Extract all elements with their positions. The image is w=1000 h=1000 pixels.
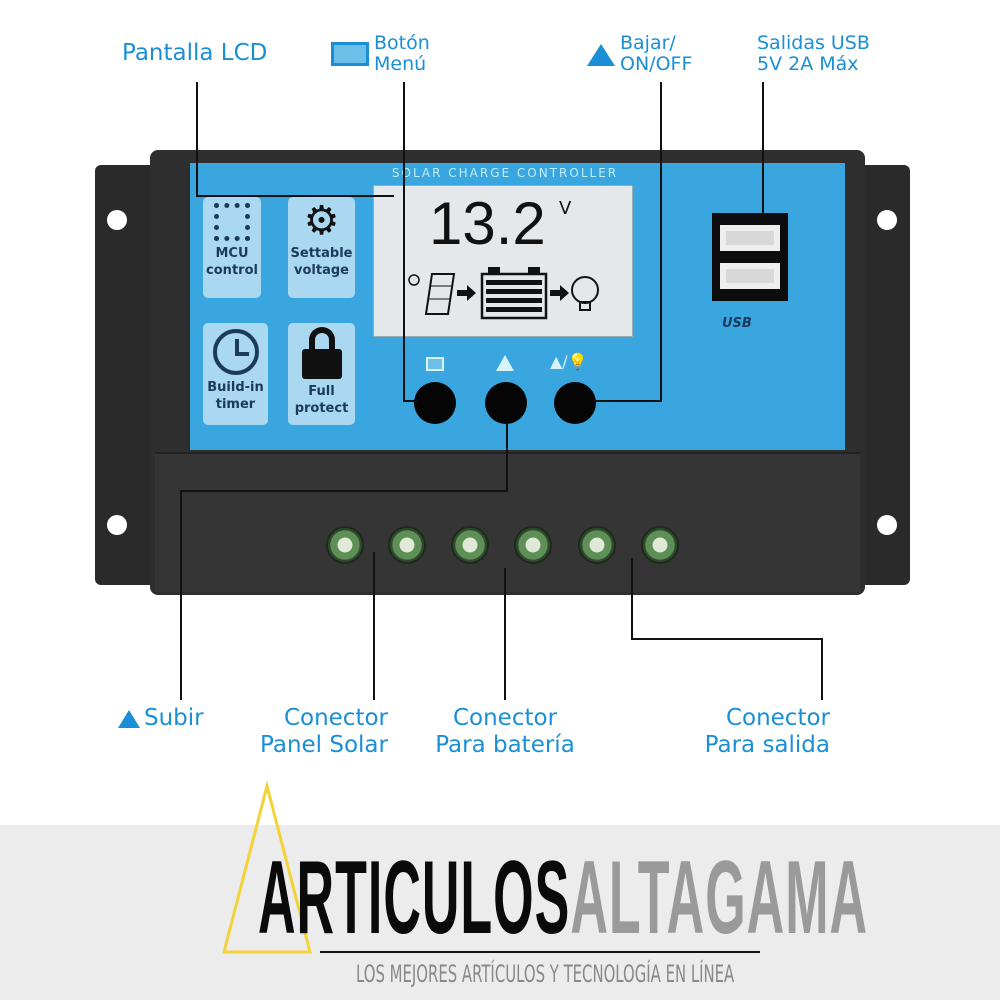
leader-line xyxy=(506,424,508,492)
panel-title: SOLAR CHARGE CONTROLLER xyxy=(391,166,619,180)
label-text: Subir xyxy=(144,705,204,731)
footer-band xyxy=(0,825,1000,1000)
logo-wordmark: ARTICULOSALTAGAMA xyxy=(258,843,868,953)
gear-icon: ⚙ xyxy=(303,198,340,244)
leader-line xyxy=(594,400,662,402)
terminal-screw xyxy=(578,526,616,564)
label-line: Para salida xyxy=(704,732,830,758)
mount-hole xyxy=(877,210,897,230)
feature-build-in-timer: Build-in timer xyxy=(203,323,268,425)
label-line: Conector xyxy=(283,705,388,731)
logo-part1: ARTICULOS xyxy=(258,840,571,956)
down-onoff-button[interactable] xyxy=(554,382,596,424)
leader-line xyxy=(821,638,823,700)
label-line: Botón xyxy=(374,32,430,54)
logo-triangle xyxy=(222,780,312,954)
up-symbol-icon xyxy=(496,355,514,371)
bulb-icon xyxy=(571,276,599,311)
terminal-screw xyxy=(326,526,364,564)
leader-line xyxy=(403,400,417,402)
menu-label-icon xyxy=(331,42,369,66)
logo-tagline: LOS MEJORES ARTÍCULOS Y TECNOLOGÍA EN LÍ… xyxy=(356,960,735,988)
arrow-icon xyxy=(550,285,569,301)
feature-mcu-control: MCU control xyxy=(203,197,261,298)
down-label-icon xyxy=(587,44,615,66)
label-line: Bajar/ xyxy=(620,32,676,54)
leader-line xyxy=(180,490,182,700)
label-line: Menú xyxy=(374,53,427,75)
label-up-button: Subir xyxy=(118,705,204,732)
feature-label: control xyxy=(206,263,258,278)
feature-full-protect: Full protect xyxy=(288,323,355,425)
usb-port[interactable] xyxy=(720,225,780,251)
logo-part2: ALTAGAMA xyxy=(570,840,869,956)
lcd-voltage: 13.2 xyxy=(429,190,546,257)
usb-ports[interactable] xyxy=(712,213,788,301)
label-line: Salidas USB xyxy=(757,32,870,54)
mount-hole xyxy=(877,515,897,535)
label-line: ON/OFF xyxy=(620,53,693,75)
leader-line xyxy=(504,568,506,700)
feature-label: MCU xyxy=(215,246,249,261)
up-label-icon xyxy=(118,709,140,728)
menu-symbol-icon xyxy=(426,357,444,371)
battery-icon xyxy=(480,267,548,320)
chip-icon xyxy=(214,203,250,241)
lock-icon xyxy=(301,327,342,379)
label-line: Conector xyxy=(452,705,558,731)
mount-hole xyxy=(107,210,127,230)
solar-panel-icon xyxy=(424,273,456,315)
label-down-button: Bajar/ON/OFF xyxy=(620,33,692,75)
usb-port[interactable] xyxy=(720,263,780,289)
arrow-icon xyxy=(457,285,476,301)
leader-line xyxy=(762,82,764,215)
feature-label: voltage xyxy=(294,263,349,278)
label-line: 5V 2A Máx xyxy=(757,53,859,75)
lcd-flow-icons xyxy=(408,267,599,320)
label-lcd-screen: Pantalla LCD xyxy=(122,40,268,66)
down-light-symbol-icon: ▲/💡 xyxy=(550,352,588,371)
lcd-unit: V xyxy=(559,198,572,219)
feature-label: protect xyxy=(294,401,349,416)
leader-line xyxy=(631,638,823,640)
leader-line xyxy=(660,82,662,402)
lcd-screen: 13.2 V xyxy=(373,185,633,337)
clock-icon xyxy=(212,329,259,375)
leader-line xyxy=(631,558,633,640)
terminal-screw xyxy=(641,526,679,564)
label-line: Conector xyxy=(725,705,830,731)
terminal-screw xyxy=(388,526,426,564)
feature-label: Settable xyxy=(290,246,353,261)
up-button[interactable] xyxy=(485,382,527,424)
terminal-screw xyxy=(514,526,552,564)
label-line: Para batería xyxy=(435,732,575,758)
feature-label: Build-in xyxy=(207,380,264,395)
usb-logo: USB xyxy=(722,316,752,331)
sun-icon xyxy=(408,274,420,286)
feature-label: timer xyxy=(215,397,256,412)
label-line: Panel Solar xyxy=(260,732,388,758)
leader-line xyxy=(373,552,375,700)
feature-settable-voltage: ⚙ Settable voltage xyxy=(288,197,355,298)
terminal-screw xyxy=(451,526,489,564)
leader-line xyxy=(196,195,394,197)
leader-line xyxy=(196,82,198,196)
logo-underline xyxy=(320,951,760,953)
menu-button[interactable] xyxy=(414,382,456,424)
leader-line xyxy=(403,82,405,402)
leader-line xyxy=(180,490,508,492)
feature-label: Full xyxy=(308,384,335,399)
mount-hole xyxy=(107,515,127,535)
